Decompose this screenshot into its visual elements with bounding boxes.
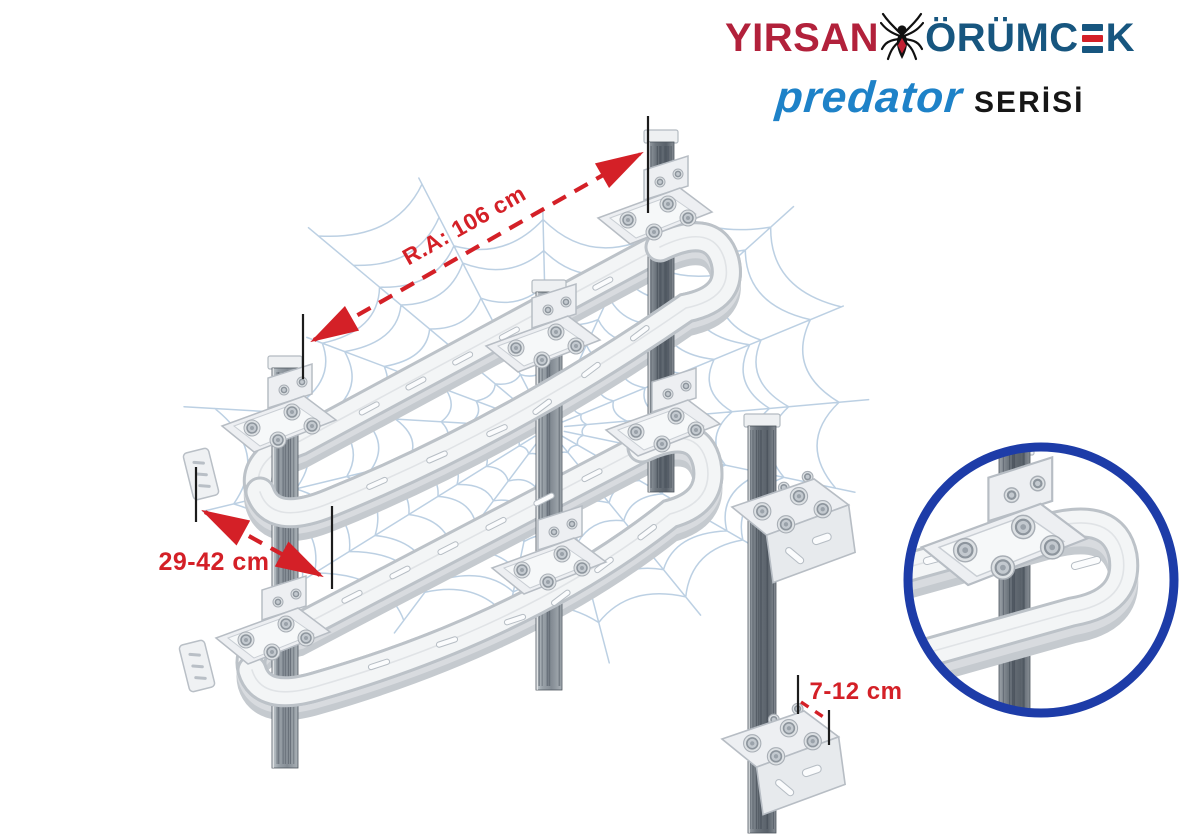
detail-ring [903,442,1179,718]
lower-rail [235,422,724,721]
rail-slots [341,276,657,671]
series-line: predator SERİSİ [690,73,1170,123]
series-name: predator [773,73,965,122]
upper-rail-endcap [181,446,221,502]
post-spacing-label: 29-42 cm [158,548,269,576]
wall-gap-line [800,700,826,720]
wall-gap-label: 7-12 cm [810,678,903,705]
series-suffix: SERİSİ [974,86,1085,119]
stylized-e [1081,23,1103,53]
brand-word2: ÖRÜMC K [925,16,1135,61]
upper-rail-front [244,221,742,529]
spider-icon [880,12,925,61]
brand-wordmark: YIRSAN ÖRÜMC K [690,12,1170,64]
brand-word1: YIRSAN [724,15,880,60]
bracket-lower-left [215,575,331,665]
brand-logo: YIRSAN ÖRÜMC K predator SERİSİ [690,12,1170,123]
brand-word2-post: K [1105,15,1136,60]
rail-length-arrow [310,151,644,343]
post-spacing-arrow [201,509,324,578]
detail-view [903,442,1179,718]
lower-rail-endcap [177,638,217,694]
brand-word2-pre: ÖRÜMC [925,15,1079,60]
wall-bracket-bottom [721,702,846,816]
